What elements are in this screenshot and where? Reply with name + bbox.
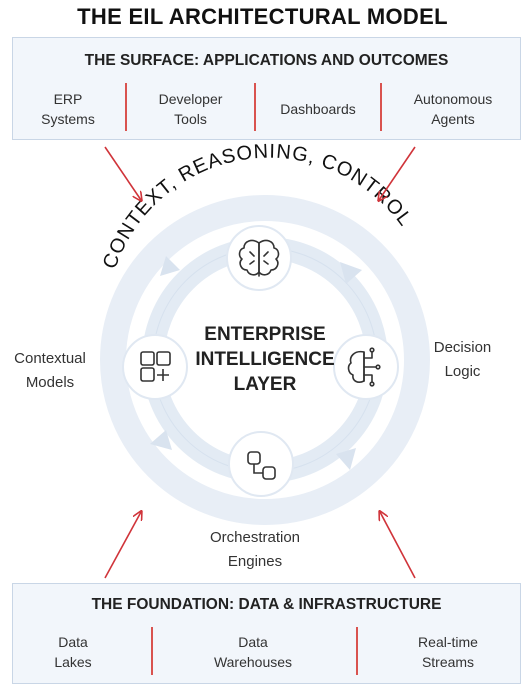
decision-tree-icon <box>347 347 381 387</box>
item-line: Developer <box>158 91 223 107</box>
label-orchestration-engines: Orchestration Engines <box>200 526 310 574</box>
page-title: THE EIL ARCHITECTURAL MODEL <box>77 4 448 29</box>
item-line: Tools <box>174 111 207 127</box>
ring-arrowhead <box>160 256 180 276</box>
surface-item-autonomous-agents: Autonomous Agents <box>398 89 508 129</box>
divider <box>151 627 153 675</box>
item-line: Data <box>58 634 88 650</box>
item-line: Warehouses <box>213 654 293 670</box>
label-line: Orchestration <box>209 529 301 546</box>
arrow-foundation-right <box>380 512 416 579</box>
label-decision-logic: Decision Logic <box>420 336 505 384</box>
item-line: Real-time <box>418 634 478 650</box>
surface-item-dashboards: Dashboards <box>268 99 368 119</box>
item-line: Dashboards <box>280 101 356 117</box>
label-line: Contextual <box>14 350 86 367</box>
divider <box>125 83 127 131</box>
item-line: Data <box>238 634 268 650</box>
label-line: Engines <box>227 553 283 570</box>
item-line: ERP <box>53 91 83 107</box>
foundation-panel: THE FOUNDATION: DATA & INFRASTRUCTURE Da… <box>12 583 521 684</box>
ring-arrowhead <box>336 448 356 470</box>
outer-ring <box>100 195 430 525</box>
arrow-surface-right <box>379 146 416 200</box>
label-line: Logic <box>444 363 481 380</box>
ring-arrowhead <box>340 262 362 284</box>
node-bottom <box>228 431 294 497</box>
label-line: Models <box>25 374 75 391</box>
label-contextual-models: Contextual Models <box>2 347 98 395</box>
grid-plus-icon <box>140 351 171 382</box>
center-line: LAYER <box>233 374 297 395</box>
foundation-title: THE FOUNDATION: DATA & INFRASTRUCTURE <box>91 596 442 613</box>
divider <box>254 83 256 131</box>
arrow-surface-left <box>104 146 141 200</box>
center-label: ENTERPRISE INTELLIGENCE LAYER <box>190 322 340 397</box>
surface-title: THE SURFACE: APPLICATIONS AND OUTCOMES <box>84 52 449 69</box>
item-line: Agents <box>431 111 475 127</box>
surface-panel: THE SURFACE: APPLICATIONS AND OUTCOMES E… <box>12 37 521 140</box>
surface-item-developer-tools: Developer Tools <box>143 89 238 129</box>
foundation-item-data-warehouses: Data Warehouses <box>193 632 313 672</box>
label-line: Decision <box>433 339 492 356</box>
divider <box>356 627 358 675</box>
divider <box>380 83 382 131</box>
arrow-foundation-left <box>104 512 141 579</box>
foundation-item-data-lakes: Data Lakes <box>28 632 118 672</box>
surface-item-erp: ERP Systems <box>28 89 108 129</box>
item-line: Autonomous <box>413 91 493 107</box>
ring-arrowhead <box>150 430 172 450</box>
item-line: Lakes <box>54 654 92 670</box>
node-left <box>122 334 188 400</box>
brain-icon <box>238 239 280 277</box>
flow-icon <box>247 451 276 480</box>
foundation-item-realtime-streams: Real-time Streams <box>393 632 503 672</box>
center-line: INTELLIGENCE <box>195 349 335 370</box>
item-line: Systems <box>41 111 95 127</box>
center-line: ENTERPRISE <box>204 324 326 345</box>
item-line: Streams <box>421 654 475 670</box>
